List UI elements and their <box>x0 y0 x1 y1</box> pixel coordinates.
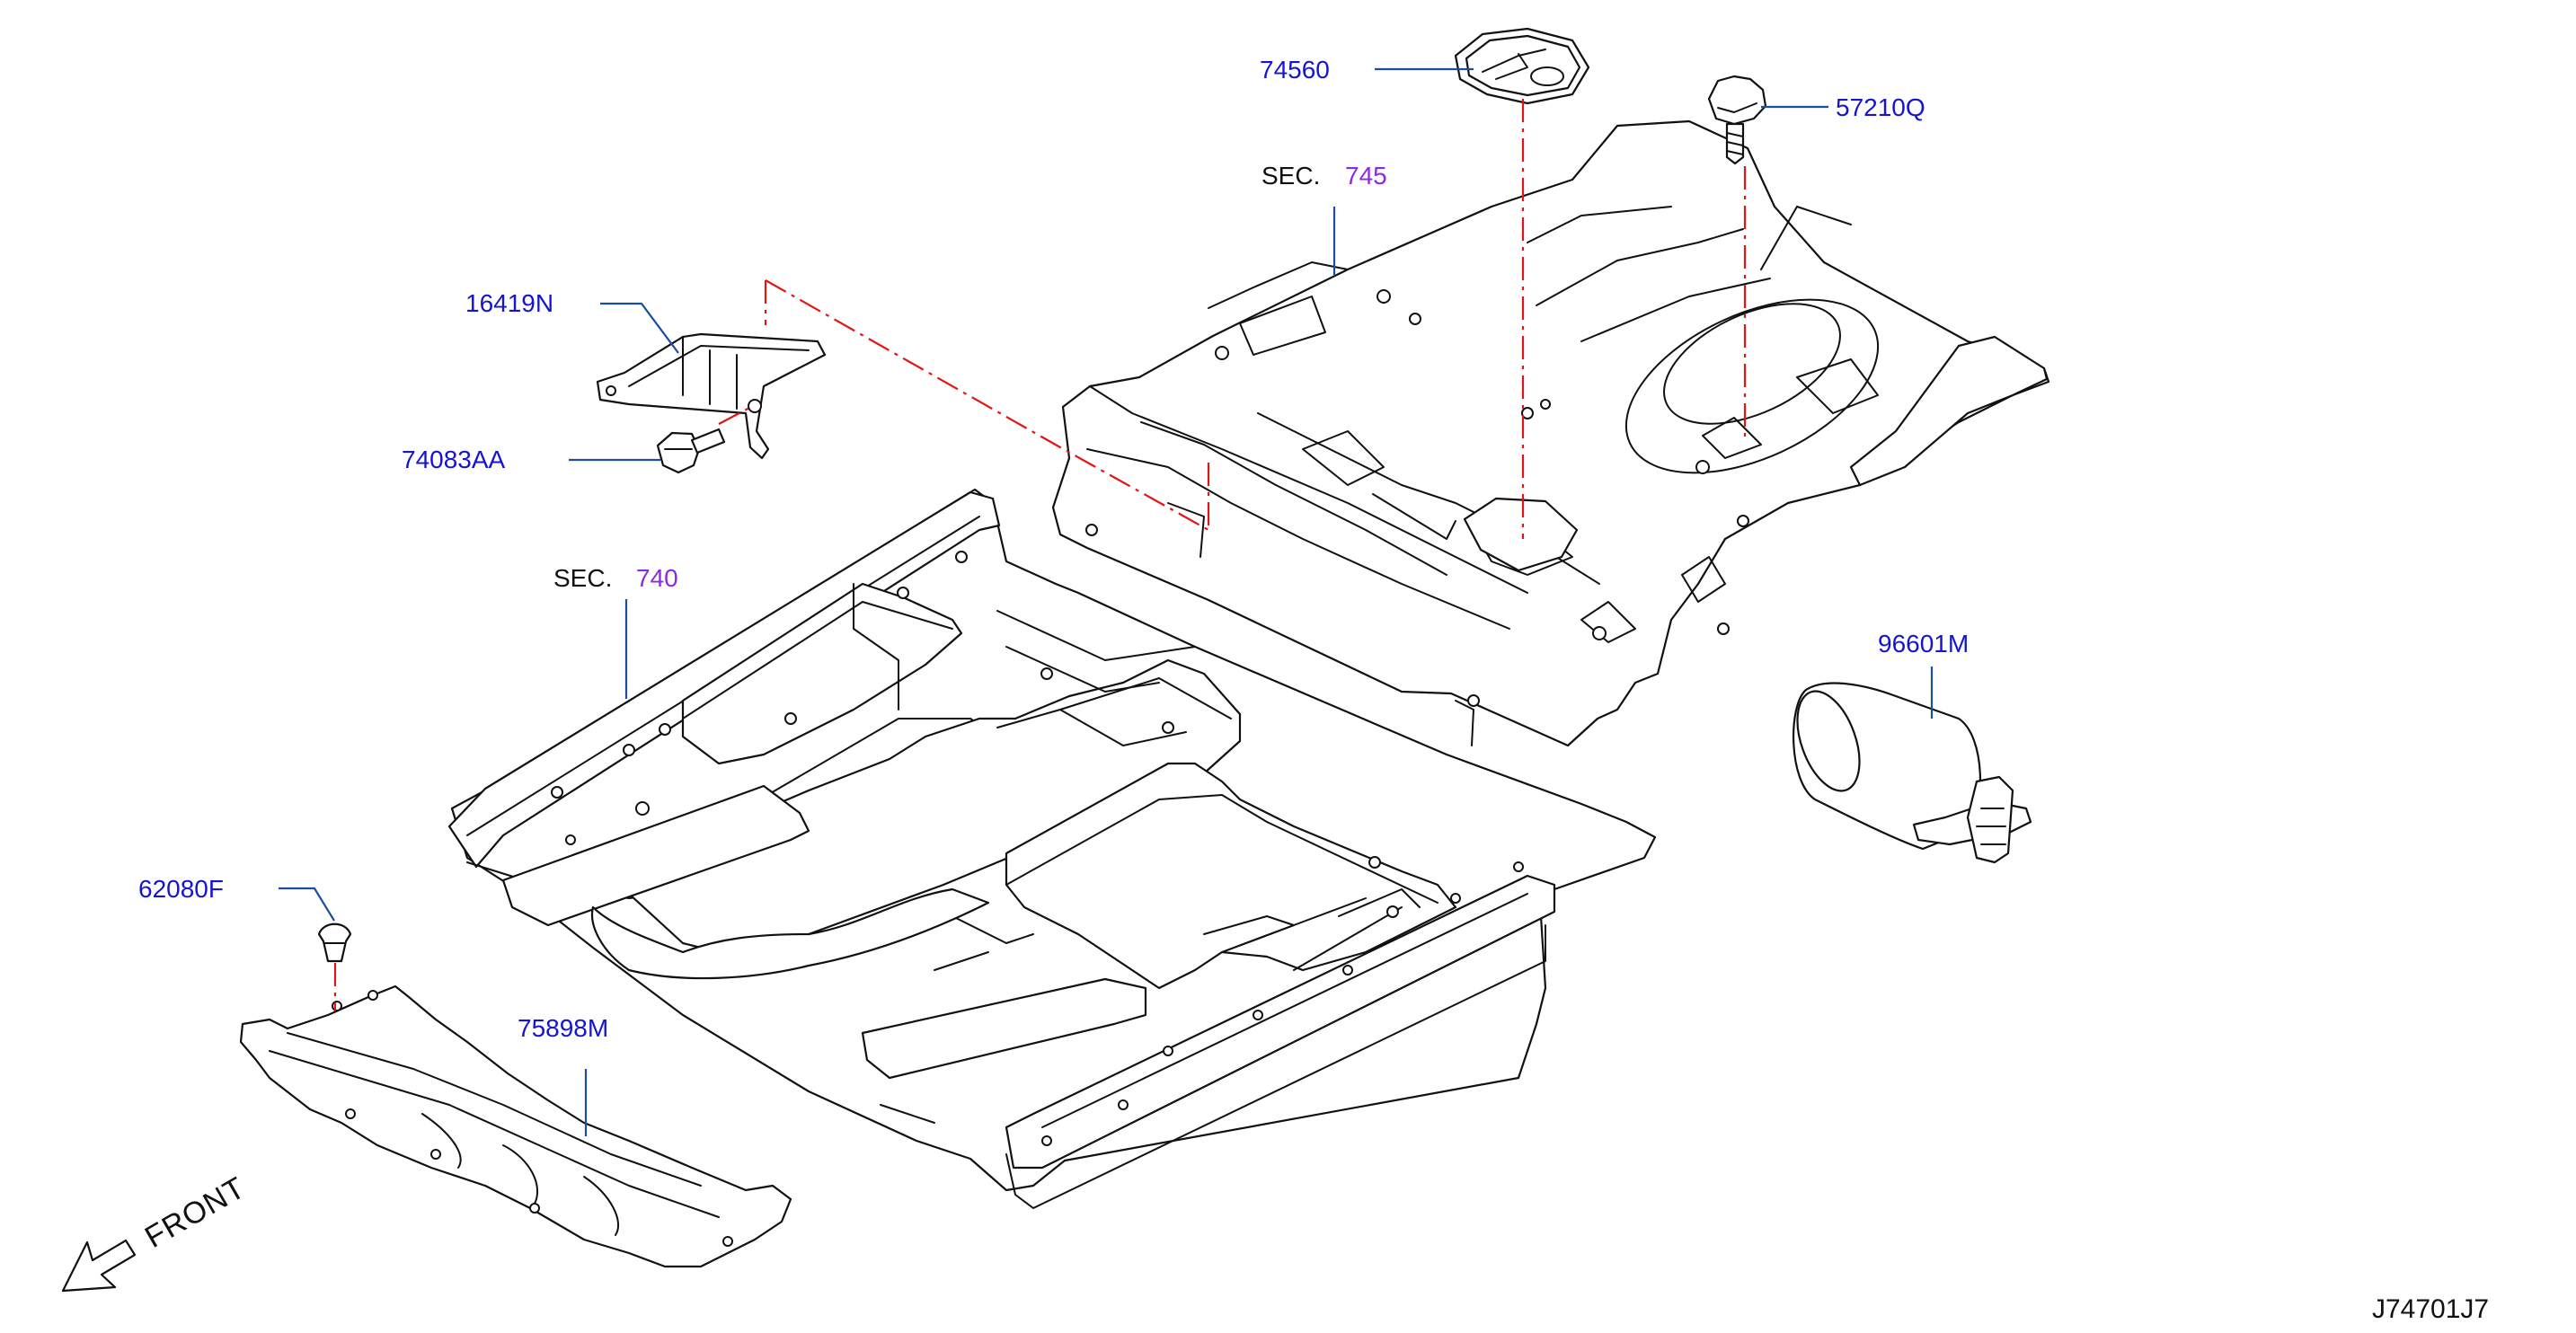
part-number-74560: 74560 <box>1260 56 1330 84</box>
leader-lines <box>279 67 1934 1136</box>
section-number-740: 740 <box>636 564 678 592</box>
part-number-96601m: 96601M <box>1878 630 1969 658</box>
bracket-part <box>596 332 827 460</box>
clip-part <box>317 923 352 963</box>
part-number-74083aa: 74083AA <box>402 446 506 473</box>
diagram-code: J74701J7 <box>2372 1294 2489 1324</box>
section-prefix-745: SEC. <box>1261 162 1320 190</box>
floor-cover-part <box>1454 27 1590 105</box>
rear-floor-panel <box>1051 119 2050 747</box>
tie-down-bolt-part <box>1707 75 1767 165</box>
front-floor-panel <box>447 488 1657 1209</box>
bolt-part <box>656 428 726 474</box>
front-label: FRONT <box>139 1170 252 1255</box>
emergency-bag-part <box>1792 682 2032 864</box>
section-number-745: 745 <box>1345 162 1387 190</box>
part-number-16419n: 16419N <box>465 289 553 317</box>
part-number-62080f: 62080F <box>138 875 224 903</box>
part-number-57210q: 57210Q <box>1836 93 1925 121</box>
section-prefix-740: SEC. <box>553 564 612 592</box>
assembly-lines <box>333 99 1747 1011</box>
front-direction-indicator: FRONT <box>61 1170 252 1293</box>
under-cover-part <box>239 984 792 1268</box>
part-number-75898m: 75898M <box>518 1014 608 1042</box>
